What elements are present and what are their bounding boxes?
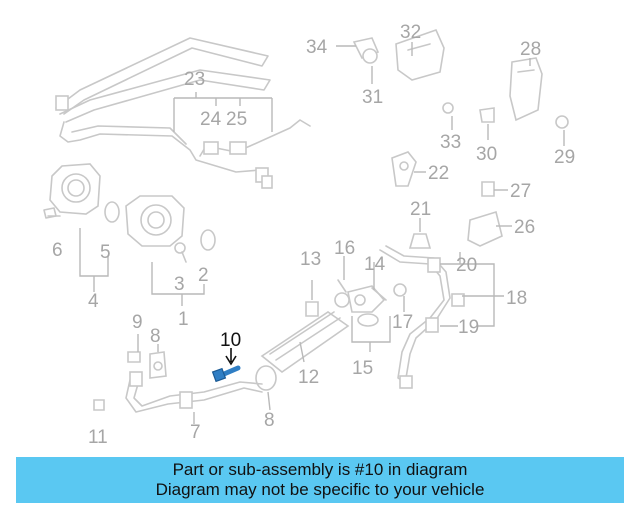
arrow-10 (225, 348, 237, 366)
leader-20 (440, 252, 495, 296)
leader-8a (267, 391, 271, 411)
pipe-assembly (55, 37, 311, 189)
parts-diagram: 1 2 3 4 5 6 7 8 8 9 10 11 12 13 14 15 16… (43, 22, 575, 448)
callout-17: 17 (392, 312, 413, 333)
throttle-body-left (43, 163, 120, 223)
callout-18: 18 (506, 288, 527, 309)
callout-12: 12 (298, 367, 319, 388)
callout-34: 34 (306, 37, 328, 58)
leader-15 (351, 316, 391, 352)
callout-9: 9 (132, 312, 143, 333)
callout-6: 6 (52, 240, 63, 261)
leader-12 (299, 341, 305, 363)
leader-1 (151, 262, 205, 306)
egr-cooler (260, 279, 407, 373)
callout-14: 14 (364, 254, 386, 275)
callout-5: 5 (100, 242, 111, 263)
caption-banner: Part or sub-assembly is #10 in diagram D… (16, 457, 624, 503)
callout-8-left: 8 (150, 326, 161, 347)
leader-4 (79, 228, 109, 292)
callout-7: 7 (190, 422, 201, 443)
callout-28: 28 (520, 39, 541, 60)
callout-10: 10 (220, 330, 241, 351)
upper-right-components (352, 29, 569, 247)
callout-26: 26 (514, 217, 535, 238)
callout-15: 15 (352, 358, 373, 379)
callout-31: 31 (362, 87, 383, 108)
callout-4: 4 (88, 291, 99, 312)
callout-2: 2 (198, 265, 209, 286)
callout-labels: 1 2 3 4 5 6 7 8 8 9 10 11 12 13 14 15 16… (52, 22, 575, 448)
callout-25: 25 (226, 109, 247, 130)
callout-23: 23 (184, 69, 205, 90)
leader-23 (173, 92, 273, 132)
callout-24: 24 (200, 109, 222, 130)
callout-27: 27 (510, 181, 531, 202)
callout-16: 16 (334, 238, 355, 259)
callout-32: 32 (400, 22, 421, 43)
egr-pipe-lower (93, 351, 277, 413)
leader-19-tick (478, 296, 495, 327)
callout-22: 22 (428, 163, 449, 184)
callout-33: 33 (440, 132, 461, 153)
callout-1: 1 (178, 309, 189, 330)
throttle-body-right (125, 195, 216, 263)
callout-11: 11 (88, 427, 108, 448)
part-10-bolt[interactable] (211, 365, 241, 383)
callout-13: 13 (300, 249, 321, 270)
callout-21: 21 (410, 199, 431, 220)
caption-line-1: Part or sub-assembly is #10 in diagram (172, 460, 468, 479)
callout-30: 30 (476, 144, 497, 165)
callout-29: 29 (554, 147, 575, 168)
callout-3: 3 (174, 274, 185, 295)
caption-line-2: Diagram may not be specific to your vehi… (155, 480, 485, 499)
callout-19: 19 (458, 317, 479, 338)
callout-8-right: 8 (264, 410, 275, 431)
egr-pipe-right (379, 233, 465, 389)
callout-20: 20 (456, 255, 477, 276)
